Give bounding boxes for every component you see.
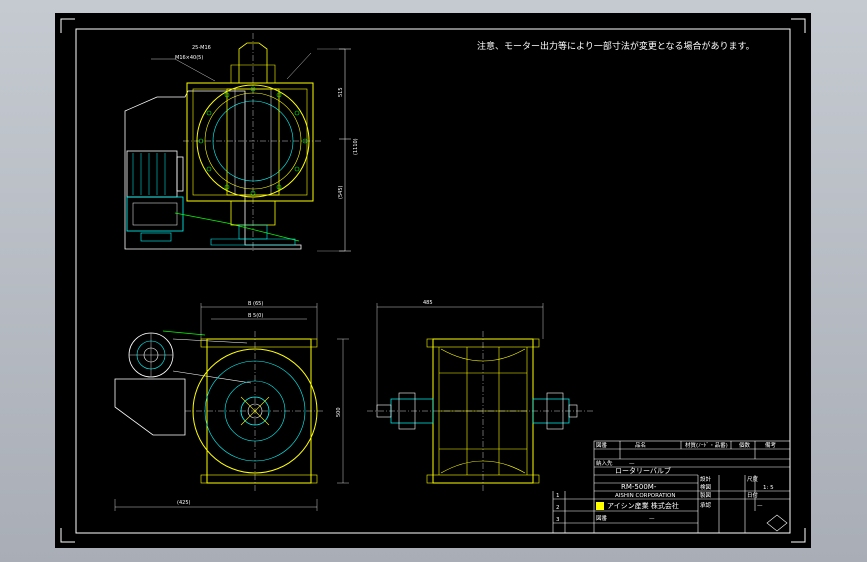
- tb-rev-1: 1: [556, 493, 560, 499]
- dim-bottom-545: (545): [338, 186, 344, 199]
- company-logo-icon: [596, 502, 604, 510]
- dim-total-1110: (1110): [353, 138, 359, 155]
- tb-rev-2: 2: [556, 505, 560, 511]
- tb-header-remarks: 備考: [765, 441, 777, 449]
- dim-top-515: 515: [338, 87, 344, 97]
- tb-approve: 承認: [700, 501, 712, 509]
- drawing-note: 注意、モーター出力等により一部寸法が変更となる場合があります。: [477, 40, 755, 52]
- tb-scale-value: 1: 5: [763, 485, 774, 491]
- tb-date-value: —: [757, 503, 763, 509]
- dim-front-base: (425): [177, 500, 190, 506]
- dim-front-inner: B 5(0): [248, 313, 263, 319]
- side-view: 485: [367, 300, 595, 491]
- tb-header-name: 品名: [635, 441, 646, 449]
- tb-scale-label: 尺度: [747, 475, 759, 483]
- tb-draw: 製図: [700, 491, 712, 499]
- tb-date-label: 日付: [747, 491, 759, 499]
- tb-design: 設計: [700, 475, 712, 483]
- tb-rev-3: 3: [556, 517, 560, 523]
- dim-side-top: 485: [423, 300, 433, 306]
- title-block: [552, 440, 791, 534]
- dim-front-height: 500: [336, 407, 342, 417]
- sheet-border: [75, 28, 791, 534]
- top-view: 515 (545) (1110) 25-M16 M16×40(5): [124, 33, 359, 253]
- dim-front-outer: B (65): [248, 301, 263, 307]
- tb-customer-value: —: [629, 461, 635, 467]
- tb-product-name: ロータリーバルブ: [615, 466, 671, 475]
- tb-header-number: 図番: [596, 442, 608, 449]
- tb-company-en: AISHIN CORPORATION: [615, 493, 676, 499]
- drawing-canvas: 注意、モーター出力等により一部寸法が変更となる場合があります。: [60, 18, 806, 543]
- callout-bolt-spec: M16×40(5): [175, 55, 203, 61]
- drawing-viewport[interactable]: 注意、モーター出力等により一部寸法が変更となる場合があります。: [55, 13, 811, 548]
- tb-header-material: 材質(ﾉｰﾄﾞ・品番): [685, 441, 728, 449]
- tb-check: 検図: [700, 483, 712, 491]
- title-block-text: 図番 品名 材質(ﾉｰﾄﾞ・品番) 個数 備考 納入先 — ロータリーバルブ R…: [556, 441, 777, 523]
- tb-drawing-label: 図番: [596, 515, 608, 522]
- corner-marks: [60, 18, 806, 543]
- tb-drawing-value: —: [649, 516, 655, 522]
- tb-header-qty: 個数: [739, 441, 751, 449]
- callout-bolt: 25-M16: [192, 45, 211, 51]
- tb-model: RM-500M-: [621, 483, 657, 491]
- projection-symbol-icon: [766, 514, 788, 532]
- tb-customer-label: 納入先: [596, 459, 613, 467]
- tb-company: アイシン産業 株式会社: [607, 501, 679, 510]
- front-view: B (65) B 5(0) 500 (425): [114, 301, 349, 511]
